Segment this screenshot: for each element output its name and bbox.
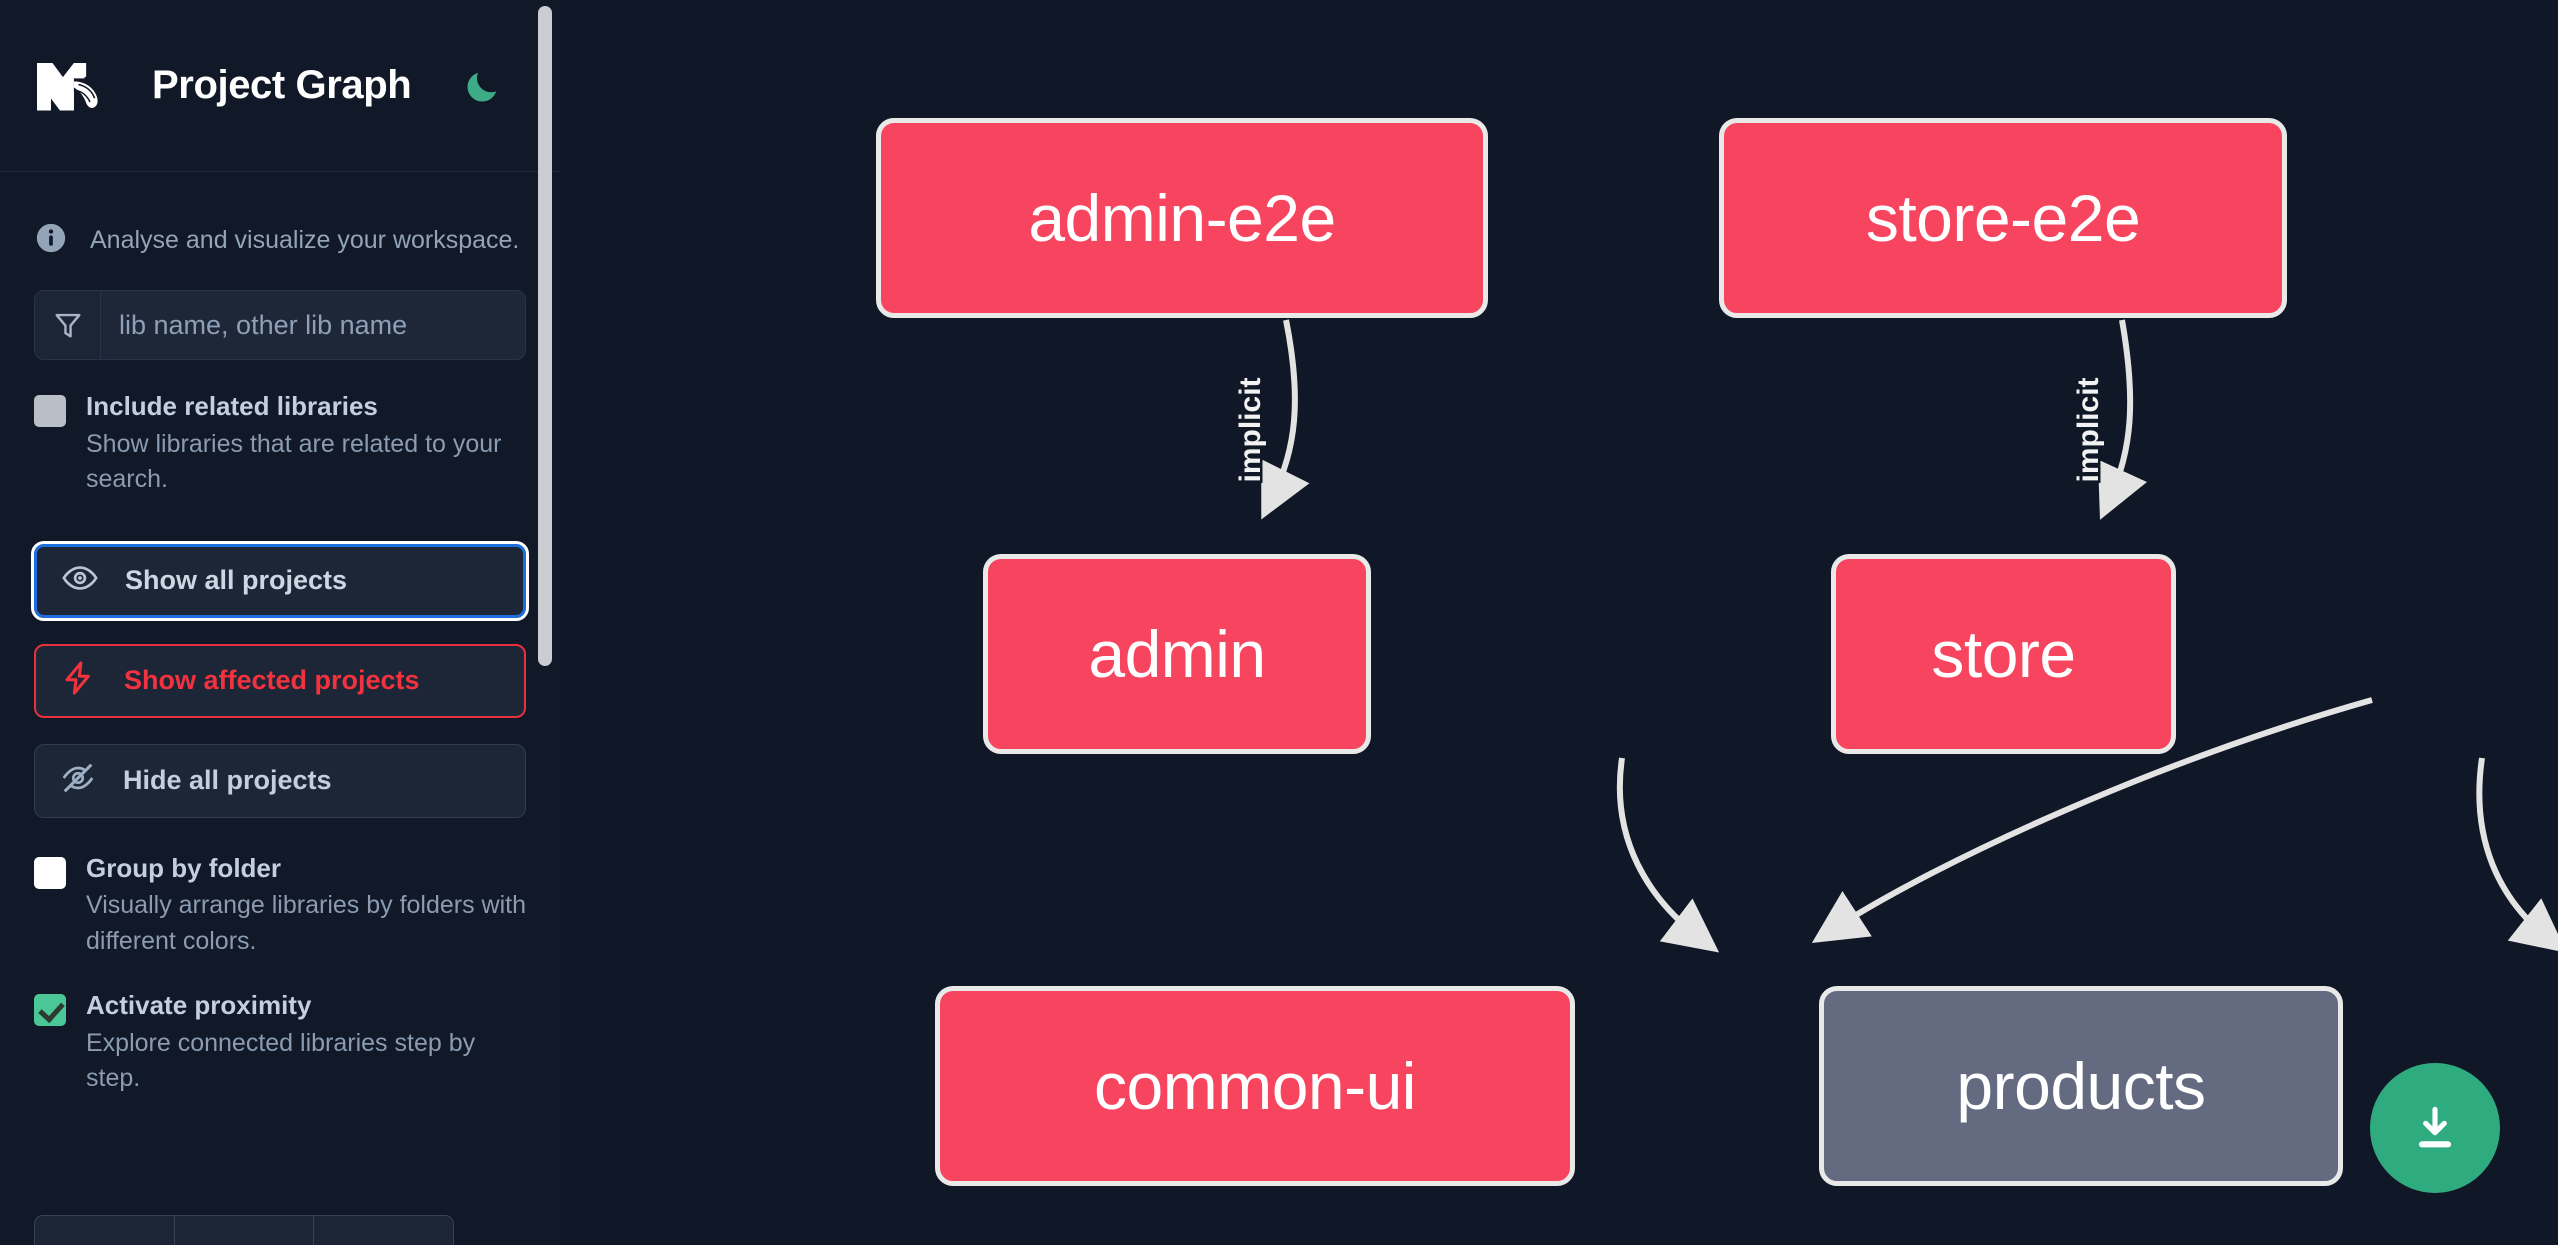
proximity-step-value[interactable]	[175, 1216, 315, 1245]
proximity-step-decrease[interactable]	[35, 1216, 175, 1245]
eye-slash-icon	[59, 759, 97, 802]
edge-label-implicit-store: implicit	[2070, 375, 2108, 485]
edge-label-implicit-admin: implicit	[1232, 375, 1270, 485]
edge-store-to-common-ui	[1811, 697, 2373, 944]
checkbox-activate-proximity-label: Activate proximity	[86, 990, 312, 1020]
show-all-projects-button[interactable]: Show all projects	[31, 540, 529, 621]
svg-text:implicit: implicit	[2072, 377, 2105, 482]
graph-edges: implicit implicit	[1232, 319, 2558, 953]
sidebar-tagline: Analyse and visualize your workspace.	[0, 172, 560, 268]
checkbox-include-related-libraries-label: Include related libraries	[86, 391, 378, 421]
moon-icon[interactable]	[459, 63, 505, 109]
show-affected-projects-button[interactable]: Show affected projects	[34, 643, 526, 718]
proximity-step-control[interactable]	[34, 1215, 454, 1245]
graph-canvas[interactable]: implicit implicit admin-e2e store-e2e ad…	[560, 0, 2558, 1245]
sidebar-tagline-text: Analyse and visualize your workspace.	[90, 225, 520, 254]
checkbox-activate-proximity-description: Explore connected libraries step by step…	[86, 1028, 476, 1093]
lightning-bolt-icon	[60, 659, 98, 702]
proximity-step-increase[interactable]	[314, 1216, 453, 1245]
sidebar-scrollbar[interactable]	[538, 6, 552, 666]
checkbox-activate-proximity-box[interactable]	[34, 994, 66, 1026]
search-bar	[34, 290, 526, 360]
checkbox-include-related-libraries-description: Show libraries that are related to your …	[86, 429, 502, 494]
graph-node-products[interactable]: products	[1819, 986, 2343, 1186]
checkbox-group-by-folder-description: Visually arrange libraries by folders wi…	[86, 891, 527, 955]
graph-node-store[interactable]: store	[1831, 554, 2176, 754]
show-affected-projects-label: Show affected projects	[124, 665, 420, 695]
search-input[interactable]	[101, 291, 525, 359]
edge-admin-to-common-ui	[1616, 757, 1720, 953]
checkbox-activate-proximity[interactable]: Activate proximity Explore connected lib…	[0, 989, 560, 1097]
sidebar-content: Project Graph Analyse and visualize your…	[0, 0, 560, 1245]
checkbox-include-related-libraries-box[interactable]	[34, 395, 66, 427]
page-title: Project Graph	[152, 63, 412, 107]
checkbox-include-related-libraries[interactable]: Include related libraries Show libraries…	[0, 390, 560, 498]
graph-node-admin[interactable]: admin	[983, 554, 1371, 754]
show-all-projects-label: Show all projects	[125, 565, 348, 595]
info-icon	[34, 221, 68, 260]
checkbox-group-by-folder-label: Group by folder	[86, 852, 281, 883]
download-button[interactable]	[2370, 1063, 2500, 1193]
svg-text:implicit: implicit	[1234, 377, 1267, 482]
graph-node-common-ui[interactable]: common-ui	[935, 986, 1575, 1186]
action-button-group: Show all projects Show affected projects	[0, 540, 560, 818]
sidebar: Project Graph Analyse and visualize your…	[0, 0, 560, 1245]
download-icon	[2418, 1106, 2452, 1148]
edge-store-e2e-to-store	[2097, 319, 2148, 520]
nx-logo-icon	[34, 57, 126, 115]
filter-funnel-icon[interactable]	[35, 291, 101, 359]
checkbox-group-by-folder[interactable]: Group by folder Visually arrange librari…	[0, 852, 560, 960]
eye-icon	[61, 559, 99, 602]
sidebar-header: Project Graph	[0, 0, 560, 172]
edge-admin-e2e-to-admin	[1261, 319, 1310, 520]
hide-all-projects-label: Hide all projects	[123, 765, 332, 795]
checkbox-group-by-folder-box[interactable]	[34, 856, 66, 889]
graph-node-admin-e2e[interactable]: admin-e2e	[876, 118, 1488, 318]
hide-all-projects-button[interactable]: Hide all projects	[34, 743, 526, 818]
edge-store-to-products	[2476, 757, 2558, 953]
graph-node-store-e2e[interactable]: store-e2e	[1719, 118, 2287, 318]
